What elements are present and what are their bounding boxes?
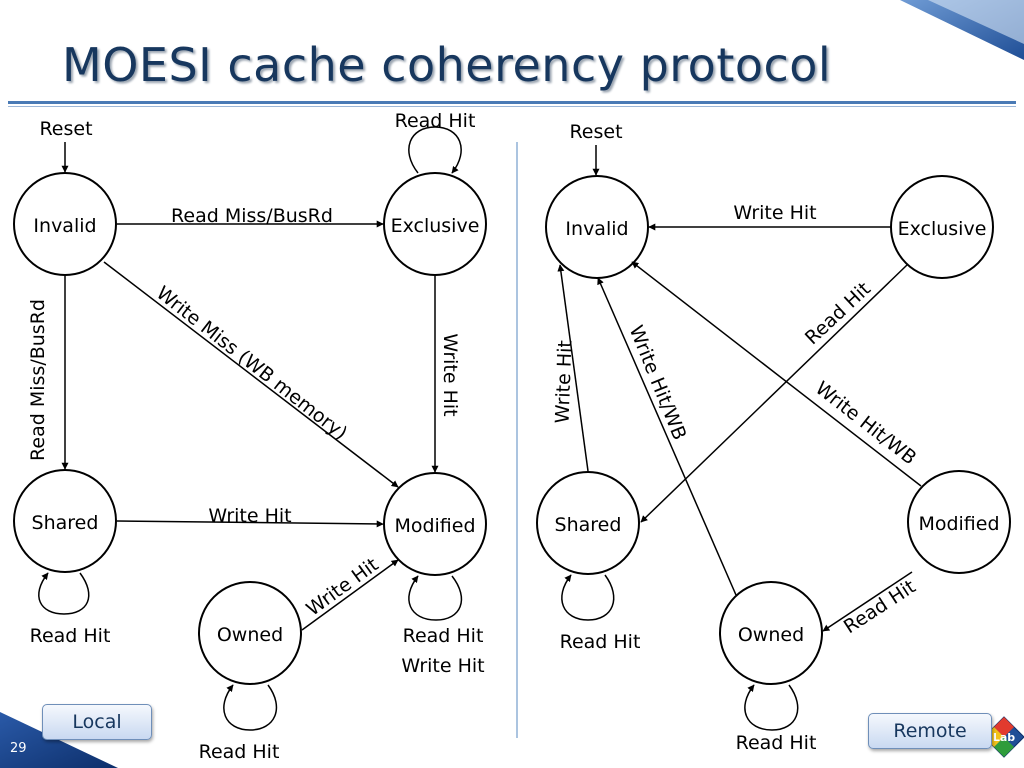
local-state-modified <box>383 472 487 576</box>
local-label-owned-to-modified: Write Hit <box>302 554 382 621</box>
local-arrow-owned-to-modified <box>301 559 399 631</box>
remote-loop-owned <box>744 684 799 731</box>
remote-label-shared-loop: Read Hit <box>560 631 641 653</box>
local-loop-exclusive <box>408 126 462 174</box>
local-state-label-owned: Owned <box>217 624 283 646</box>
remote-label-owned-loop: Read Hit <box>736 732 817 754</box>
remote-label-modified-to-owned: Read Hit <box>840 576 920 638</box>
local-label-modified-loop-2: Write Hit <box>401 655 484 677</box>
local-state-label-shared: Shared <box>32 512 99 534</box>
local-label-exclusive-loop: Read Hit <box>395 110 476 132</box>
local-loop-owned <box>223 684 278 731</box>
local-state-shared <box>13 469 117 573</box>
remote-state-shared <box>536 471 640 575</box>
remote-label-owned-to-invalid: Write Hit/WB <box>625 322 691 443</box>
local-loop-modified <box>408 575 463 621</box>
title-underline <box>8 101 1016 104</box>
corner-decoration-bottom-left <box>0 712 118 768</box>
remote-arrow-owned-to-invalid <box>597 277 737 596</box>
remote-button[interactable]: Remote <box>868 713 992 749</box>
remote-label-modified-to-invalid: Write Hit/WB <box>811 377 920 469</box>
remote-state-label-exclusive: Exclusive <box>898 218 987 240</box>
remote-label-exclusive-to-invalid: Write Hit <box>733 202 816 224</box>
remote-label-shared-to-invalid: Write Hit <box>552 340 577 424</box>
local-label-shared-loop: Read Hit <box>30 625 111 647</box>
local-label-invalid-to-shared: Read Miss/BusRd <box>27 299 49 461</box>
local-arrow-shared-to-modified <box>116 520 384 528</box>
remote-state-invalid <box>545 175 649 279</box>
local-arrow-invalid-to-modified <box>103 261 399 488</box>
local-state-label-invalid: Invalid <box>33 215 96 237</box>
remote-label-exclusive-to-shared: Read Hit <box>801 278 875 349</box>
local-label-shared-to-modified: Write Hit <box>208 505 291 527</box>
local-state-exclusive <box>383 172 487 276</box>
remote-state-owned <box>719 581 823 685</box>
local-label-invalid-to-exclusive: Read Miss/BusRd <box>171 205 333 227</box>
local-diagram <box>13 126 487 731</box>
remote-state-label-owned: Owned <box>738 624 804 646</box>
local-state-label-modified: Modified <box>394 515 475 537</box>
page-number: 29 <box>10 741 27 756</box>
remote-label-reset: Reset <box>569 121 622 143</box>
local-label-modified-loop-1: Read Hit <box>403 625 484 647</box>
remote-loop-shared <box>561 574 615 621</box>
local-label-owned-loop: Read Hit <box>199 741 280 763</box>
local-state-label-exclusive: Exclusive <box>391 215 480 237</box>
slide-title: MOESI cache coherency protocol <box>62 38 832 92</box>
local-button[interactable]: Local <box>42 704 152 740</box>
remote-state-label-shared: Shared <box>555 514 622 536</box>
local-label-exclusive-to-modified: Write Hit <box>439 333 461 416</box>
local-label-invalid-to-modified: Write Miss (WB memory) <box>152 282 351 445</box>
remote-arrow-shared-to-invalid <box>557 264 589 472</box>
remote-state-modified <box>907 470 1011 574</box>
remote-state-label-modified: Modified <box>918 513 999 535</box>
remote-diagram <box>536 145 1011 731</box>
remote-arrow-modified-to-invalid <box>631 261 922 487</box>
remote-state-label-invalid: Invalid <box>565 218 628 240</box>
local-state-owned <box>198 581 302 685</box>
local-label-reset: Reset <box>39 118 92 140</box>
remote-arrow-modified-to-owned <box>822 571 913 632</box>
local-loop-shared <box>38 572 90 615</box>
title-underline-thin <box>8 106 1016 107</box>
remote-arrow-exclusive-to-shared <box>640 264 908 523</box>
local-state-invalid <box>13 172 117 276</box>
lab-logo-text: Lab <box>993 731 1015 744</box>
